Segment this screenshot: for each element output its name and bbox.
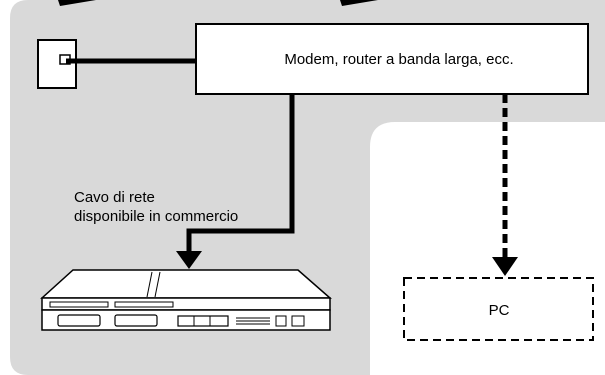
wall-jack-icon	[37, 39, 77, 89]
cable-caption-line2: disponibile in commercio	[74, 208, 239, 225]
top-left-arrow-fragment	[58, 0, 96, 6]
arrowhead-pc	[492, 257, 518, 276]
pc-box	[403, 277, 594, 341]
top-right-arrow-fragment	[340, 0, 378, 6]
cable-caption: Cavo di rete disponibile in commercio	[74, 188, 304, 226]
modem-label: Modem, router a banda larga, ecc.	[284, 51, 513, 68]
pc-label: PC	[489, 302, 510, 319]
game-console-icon	[40, 269, 332, 331]
arrowhead-console	[176, 251, 202, 269]
cable-modem-to-console	[186, 94, 295, 255]
cable-caption-line1: Cavo di rete	[74, 189, 155, 206]
modem-box	[195, 23, 589, 95]
